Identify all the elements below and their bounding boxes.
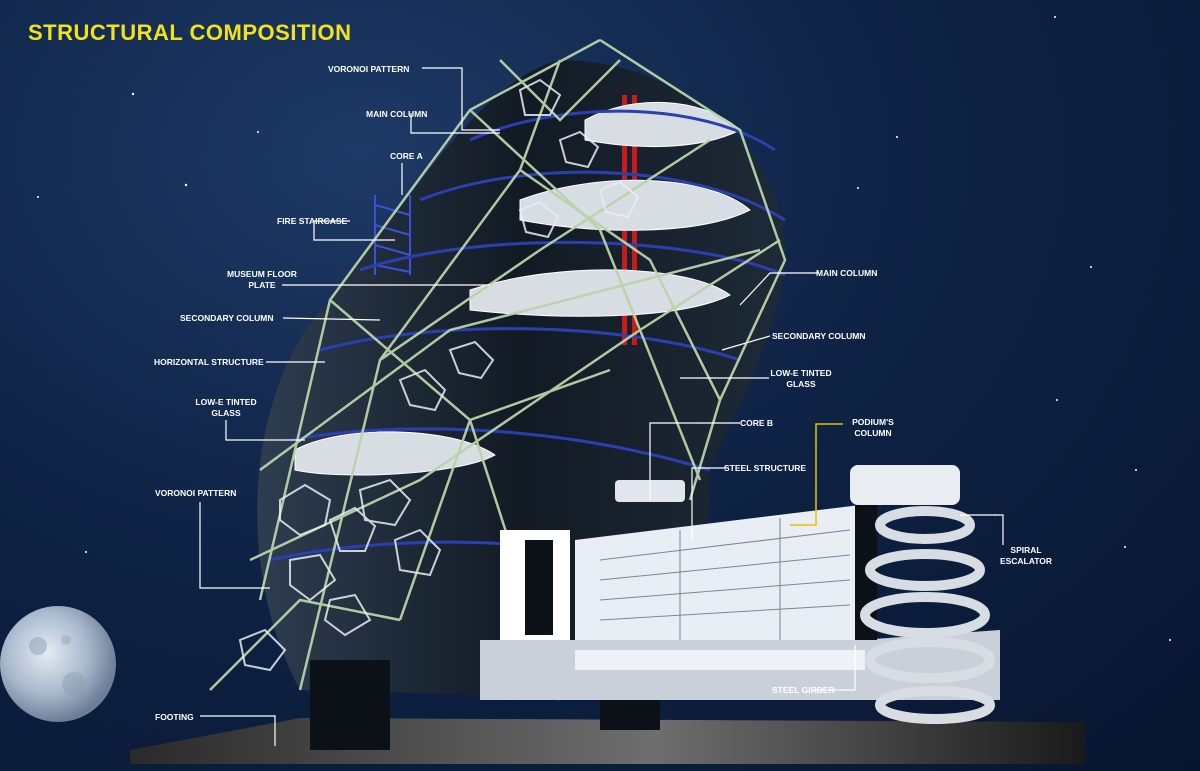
label-podium-column: PODIUM'S COLUMN bbox=[838, 417, 908, 439]
label-low-e-glass-left-line1: LOW-E TINTED bbox=[195, 397, 257, 407]
label-steel-structure: STEEL STRUCTURE bbox=[724, 463, 807, 473]
leader-lines bbox=[199, 67, 1004, 746]
label-main-column-right: MAIN COLUMN bbox=[816, 268, 878, 278]
label-voronoi-pattern-bottom: VORONOI PATTERN bbox=[155, 488, 237, 498]
podium bbox=[480, 465, 1000, 724]
label-low-e-glass-right: LOW-E TINTED GLASS bbox=[762, 368, 840, 390]
label-museum-floor-plate-line2: PLATE bbox=[248, 280, 276, 290]
stars bbox=[37, 16, 1171, 641]
label-core-b: CORE B bbox=[740, 418, 774, 428]
label-core-a: CORE A bbox=[390, 151, 423, 161]
label-low-e-glass-left-line2: GLASS bbox=[211, 408, 241, 418]
label-low-e-glass-left: LOW-E TINTED GLASS bbox=[189, 397, 263, 419]
label-spiral-escalator: SPIRAL ESCALATOR bbox=[996, 545, 1056, 567]
label-museum-floor-plate-line1: MUSEUM FLOOR bbox=[227, 269, 297, 279]
label-spiral-escalator-line1: SPIRAL bbox=[1010, 545, 1042, 555]
label-voronoi-pattern-top: VORONOI PATTERN bbox=[328, 64, 410, 74]
label-low-e-glass-right-line1: LOW-E TINTED bbox=[770, 368, 832, 378]
label-spiral-escalator-line2: ESCALATOR bbox=[999, 556, 1053, 566]
label-low-e-glass-right-line2: GLASS bbox=[786, 379, 816, 389]
label-museum-floor-plate: MUSEUM FLOOR PLATE bbox=[224, 269, 300, 291]
page-title: STRUCTURAL COMPOSITION bbox=[28, 20, 352, 45]
label-secondary-column-right: SECONDARY COLUMN bbox=[772, 331, 866, 341]
label-podium-column-line1: PODIUM'S bbox=[852, 417, 894, 427]
label-secondary-column-left: SECONDARY COLUMN bbox=[180, 313, 274, 323]
label-horizontal-structure: HORIZONTAL STRUCTURE bbox=[154, 357, 264, 367]
label-podium-column-line2: COLUMN bbox=[854, 428, 892, 438]
label-footing: FOOTING bbox=[155, 712, 194, 722]
label-steel-girder: STEEL GIRDER bbox=[772, 685, 835, 695]
label-main-column-left: MAIN COLUMN bbox=[366, 109, 428, 119]
podium-leader-line bbox=[790, 423, 843, 526]
moon bbox=[0, 606, 116, 722]
label-fire-staircase: FIRE STAIRCASE bbox=[277, 216, 348, 226]
